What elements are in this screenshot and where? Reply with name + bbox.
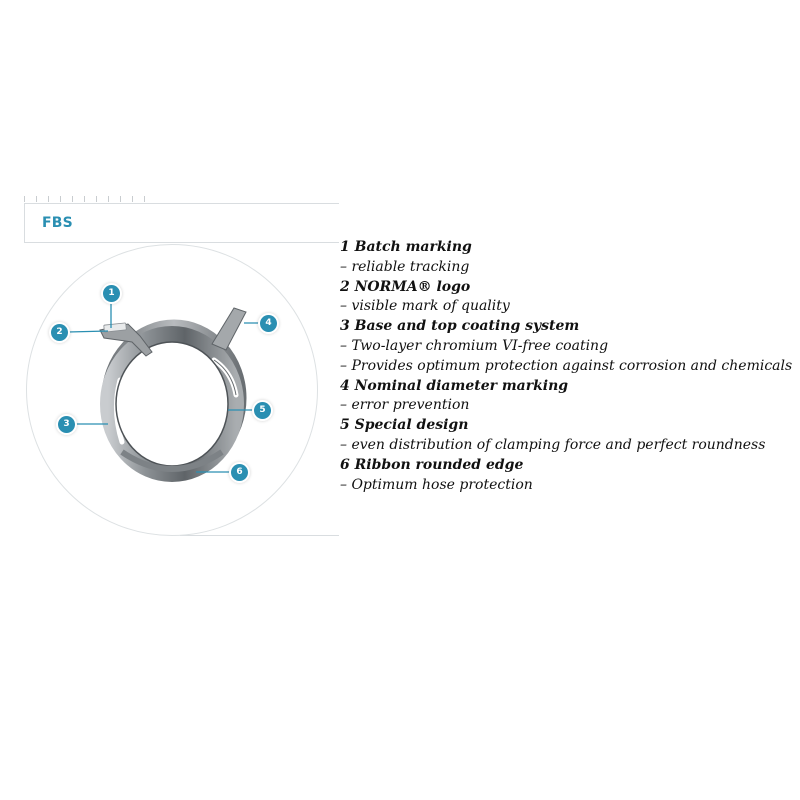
clamp-front-band — [100, 326, 244, 482]
marker-3: 3 — [58, 416, 75, 433]
clamp-tab-right — [211, 307, 247, 351]
feature-detail: – even distribution of clamping force an… — [340, 436, 766, 453]
feature-detail: – reliable tracking — [340, 258, 470, 275]
feature-list: 1 Batch marking – reliable tracking 2 NO… — [340, 238, 795, 495]
product-label: FBS — [42, 215, 73, 231]
feature-title-1: 1 Batch marking — [340, 239, 472, 255]
marker-4: 4 — [260, 315, 277, 332]
ruler-ticks — [24, 196, 164, 204]
marker-5: 5 — [254, 402, 271, 419]
feature-title-3: 3 Base and top coating system — [340, 318, 580, 335]
label-underline — [24, 242, 339, 243]
feature-detail: – Optimum hose protection — [340, 476, 533, 493]
left-divider — [24, 203, 25, 243]
marker-6: 6 — [231, 464, 248, 481]
feature-title-6: 6 Ribbon rounded edge — [340, 456, 524, 473]
spring-clamp-illustration — [67, 300, 268, 482]
marker-2: 2 — [51, 324, 68, 341]
feature-detail: – error prevention — [340, 397, 470, 414]
feature-detail: – visible mark of quality — [340, 298, 510, 315]
top-divider — [24, 203, 339, 204]
feature-title-4: 4 Nominal diameter marking — [340, 377, 569, 394]
feature-title-2: 2 NORMA® logo — [340, 278, 471, 295]
feature-title-5: 5 Special design — [340, 417, 469, 434]
feature-detail: – Provides optimum protection against co… — [340, 357, 793, 374]
bottom-divider — [180, 535, 339, 536]
diagram-circle — [26, 244, 318, 536]
marker-1: 1 — [103, 285, 120, 302]
clamp-tab-left — [99, 323, 153, 357]
feature-detail: – Two-layer chromium VI-free coating — [340, 337, 609, 354]
